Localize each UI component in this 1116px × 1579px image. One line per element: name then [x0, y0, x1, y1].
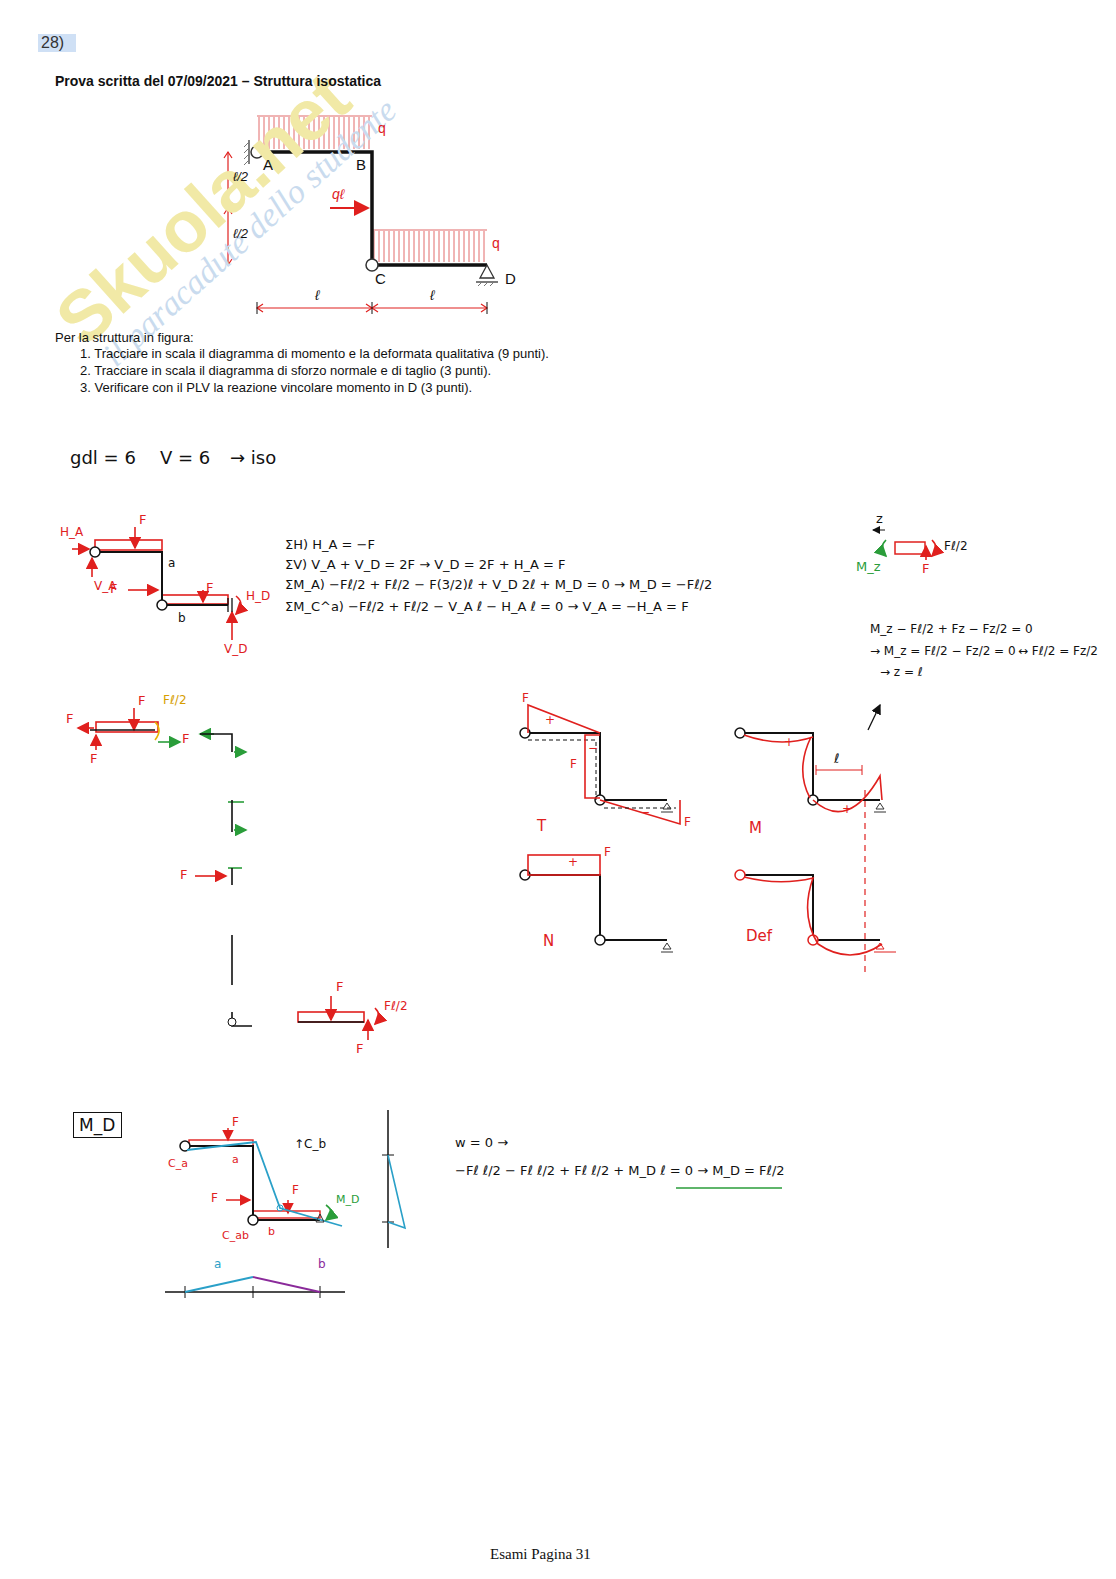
note: → iso	[230, 448, 276, 469]
rotation-center: ↑C_b	[294, 1138, 326, 1152]
force-label: V_D	[224, 643, 247, 657]
instruction: Per la struttura in figura:	[55, 331, 194, 346]
exam-title: Prova scritta del 07/09/2021 – Struttura…	[55, 73, 381, 89]
note: gdl = 6	[70, 448, 136, 469]
equation: ΣM_C^a) −Fℓ/2 + Fℓ/2 − V_A ℓ − H_A ℓ = 0…	[285, 600, 689, 615]
instruction: 2. Tracciare in scala il diagramma di sf…	[80, 364, 491, 379]
point-label: C	[375, 270, 386, 287]
force-label: F	[232, 1116, 239, 1130]
node-text: M_D	[79, 1115, 116, 1135]
dimension: ℓ/2	[233, 170, 248, 185]
equation: M_z − Fℓ/2 + Fz − Fz/2 = 0	[870, 623, 1033, 637]
force-label: F	[180, 868, 187, 883]
member-label: b	[318, 1258, 326, 1272]
force-label: F	[211, 1192, 218, 1206]
equation: ΣV) V_A + V_D = 2F → V_D = 2F + H_A = F	[285, 558, 566, 573]
rotation-center: C_ab	[222, 1230, 249, 1243]
force-label: F	[292, 1184, 299, 1198]
dimension: ℓ	[430, 287, 435, 303]
page-footer: Esami Pagina 31	[490, 1546, 591, 1563]
instruction: 1. Tracciare in scala il diagramma di mo…	[80, 347, 549, 362]
diagram-sign: −	[588, 742, 598, 756]
moment-label: M_z	[856, 560, 881, 575]
rotation-center: C_a	[168, 1158, 188, 1171]
load-label: q	[492, 235, 500, 251]
watermark: Skuola.net	[40, 56, 366, 361]
diagram-value: F	[570, 758, 577, 772]
diagram-name: M	[749, 820, 762, 837]
member-label: b	[268, 1226, 275, 1239]
moment-label: Fℓ/2	[944, 540, 968, 554]
boxed-heading: M_D	[73, 1112, 122, 1138]
force-label: F	[182, 732, 189, 747]
moment-label: M_D	[336, 1194, 359, 1207]
dimension: ℓ	[315, 287, 320, 303]
point-label: B	[356, 156, 366, 173]
equation: −Fℓ ℓ/2 − Fℓ ℓ/2 + Fℓ ℓ/2 + M_D ℓ = 0 → …	[455, 1164, 785, 1179]
moment-label: Fℓ/2	[384, 1000, 408, 1014]
load-label: qℓ	[332, 186, 344, 202]
member-label: a	[232, 1154, 239, 1167]
load-label: q	[378, 120, 386, 136]
force-label: H_D	[246, 590, 270, 604]
diagram-name: Def	[746, 928, 772, 945]
member-label: a	[214, 1258, 221, 1272]
diagram-sign: +	[842, 803, 852, 817]
diagram-sign: −	[640, 806, 650, 820]
diagram-value: F	[604, 846, 611, 860]
dimension: ℓ/2	[233, 227, 248, 242]
diagram-value: F	[684, 816, 691, 830]
diagram-sign: +	[784, 736, 794, 750]
force-label: F	[356, 1042, 363, 1057]
equation: ΣH) H_A = −F	[285, 538, 375, 553]
member-label: a	[168, 557, 175, 571]
moment-label: Fℓ/2	[163, 694, 187, 708]
point-label: A	[263, 156, 273, 173]
diagram-sign: +	[545, 714, 555, 728]
point-label: D	[505, 270, 516, 287]
force-label: F	[110, 582, 117, 597]
force-label: F	[66, 712, 73, 727]
equation: → M_z = Fℓ/2 − Fz/2 = 0	[870, 645, 1016, 659]
equation: w = 0 →	[455, 1136, 508, 1151]
diagram-value: F	[522, 692, 529, 706]
force-label: F	[336, 980, 343, 995]
diagram-name: N	[543, 933, 554, 950]
force-label: H_A	[60, 526, 83, 540]
equation: ΣM_A) −Fℓ/2 + Fℓ/2 − F(3/2)ℓ + V_D 2ℓ + …	[285, 578, 712, 593]
member-label: b	[178, 612, 186, 626]
equation: ↔ Fℓ/2 = Fz/2	[1018, 645, 1098, 659]
force-label: F	[138, 694, 145, 709]
instruction: 3. Verificare con il PLV la reazione vin…	[80, 381, 472, 396]
force-label: F	[139, 513, 146, 528]
force-label: F	[206, 581, 213, 596]
note: V = 6	[160, 448, 210, 469]
force-label: F	[922, 562, 929, 577]
force-label: F	[90, 752, 97, 767]
equation: → z = ℓ	[880, 666, 923, 680]
diagram-name: T	[537, 818, 546, 835]
dimension: ℓ	[834, 752, 839, 767]
coordinate-label: z	[876, 512, 883, 527]
problem-number: 28)	[38, 34, 76, 52]
diagram-sign: +	[568, 856, 578, 870]
